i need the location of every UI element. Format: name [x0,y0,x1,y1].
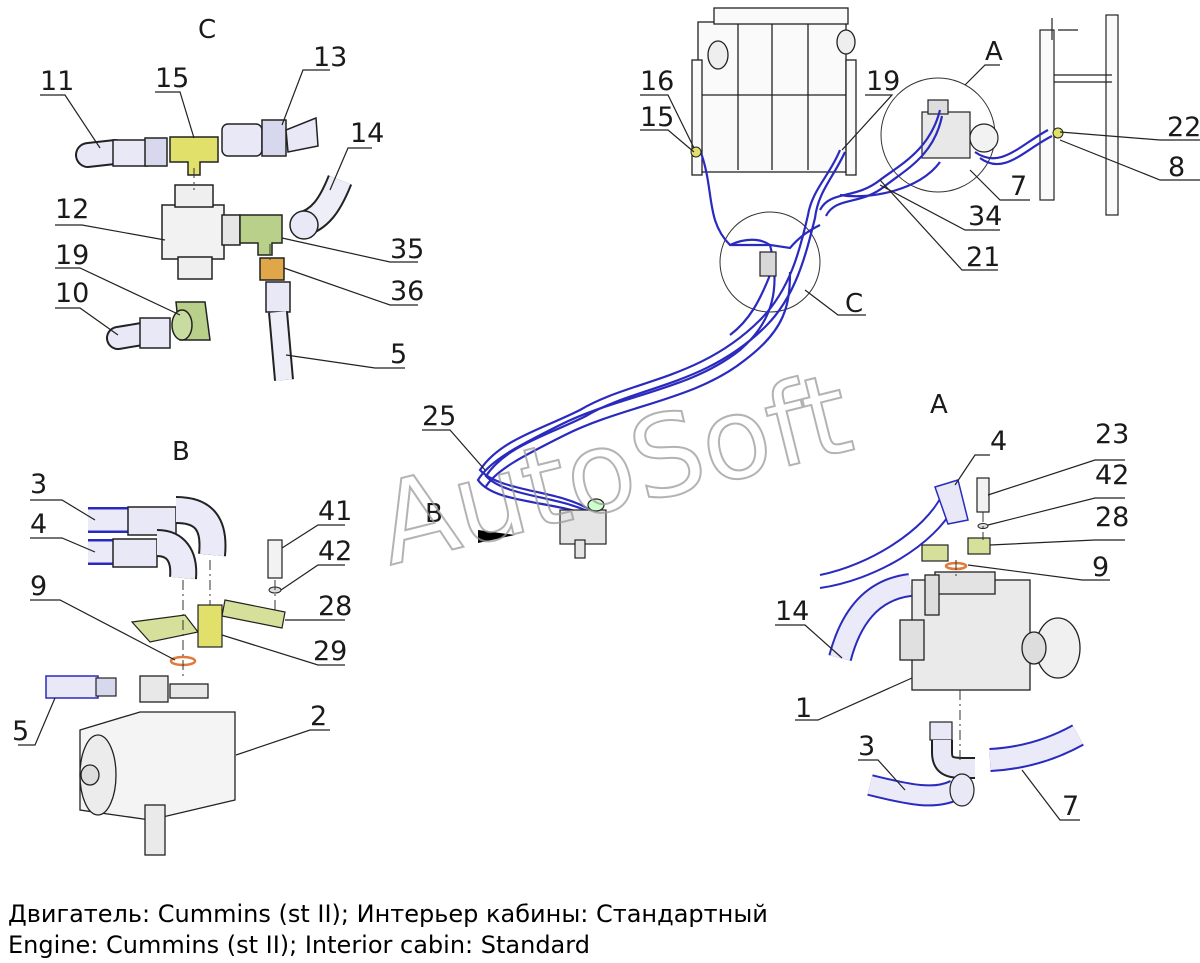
callout-b-3: 3 [30,469,47,500]
callout-c-12: 12 [55,194,89,225]
callout-a-9: 9 [1092,552,1109,583]
pump-1 [899,571,1081,691]
flange-28-b [221,599,286,629]
callout-a-1: 1 [795,693,812,724]
arrow-b-label: B [425,499,443,529]
bolt-41 [267,539,283,579]
callout-c-10: 10 [55,278,89,309]
callout-c-35: 35 [390,234,424,265]
flange-28-a [967,537,991,555]
tee-15 [169,136,219,176]
fitting-13 [221,123,263,157]
callout-m-22: 22 [1167,112,1200,143]
hose-13 [285,116,319,153]
callout-m-34: 34 [968,201,1002,232]
callout-c-36: 36 [390,276,424,307]
view-a-title: A [930,390,948,420]
callout-m-8: 8 [1168,152,1185,183]
watermark: AutoSoft [365,349,863,592]
callout-c-14: 14 [350,118,384,149]
pump-2 [79,675,236,856]
block-29 [197,604,223,648]
callout-m-25: 25 [422,401,456,432]
view-b-group: B [12,437,352,856]
callout-a-7: 7 [1062,791,1079,822]
bolt-23 [976,477,990,513]
callout-c-13: 13 [313,42,347,73]
flange-half-left [130,614,200,643]
callout-b-2: 2 [310,701,327,732]
callout-circle-a: A [985,37,1003,67]
tee-35 [239,214,283,256]
callout-m-19: 19 [866,66,900,97]
callout-a-28: 28 [1095,502,1129,533]
view-c-title: C [198,15,216,45]
callout-b-9: 9 [30,571,47,602]
callout-a-3: 3 [858,731,875,762]
circle-c [719,211,821,313]
callout-b-42: 42 [318,536,352,567]
callout-a-42: 42 [1095,460,1129,491]
radiator [691,7,857,176]
caption-russian: Двигатель: Cummins (st II); Интерьер каб… [8,900,768,928]
callout-a-23: 23 [1095,419,1129,450]
view-c-group: C [40,15,424,381]
callout-a-4: 4 [990,426,1007,457]
callout-c-11: 11 [40,66,74,97]
valve-c-small [759,251,777,277]
callout-m-7: 7 [1010,171,1027,202]
pump-b-small [559,498,607,559]
view-b-arrow [478,530,515,543]
callout-b-4: 4 [30,509,47,540]
main-assembly: A C B 16 15 19 22 8 7 34 21 25 [422,7,1200,559]
frame-bracket [1039,14,1119,216]
fitting-11 [112,139,148,167]
hose-4-a [819,494,943,576]
callout-b-28: 28 [318,591,352,622]
callout-c-19: 19 [55,240,89,271]
callout-m-15: 15 [640,102,674,133]
callout-m-21: 21 [966,242,1000,273]
adapter-36 [259,257,285,281]
callout-m-16: 16 [640,66,674,97]
hose-5-b [45,675,99,699]
view-a-group: A [775,390,1129,822]
callout-c-15: 15 [155,63,189,94]
callout-b-5: 5 [12,716,29,747]
callout-circle-c: C [845,289,863,319]
callout-b-29: 29 [313,636,347,667]
valve-block-12 [161,204,225,260]
callout-c-5: 5 [390,339,407,370]
callout-a-14: 14 [775,596,809,627]
caption-english: Engine: Cummins (st II); Interior cabin:… [8,931,590,959]
callout-b-41: 41 [318,496,352,527]
view-b-title: B [172,437,190,467]
